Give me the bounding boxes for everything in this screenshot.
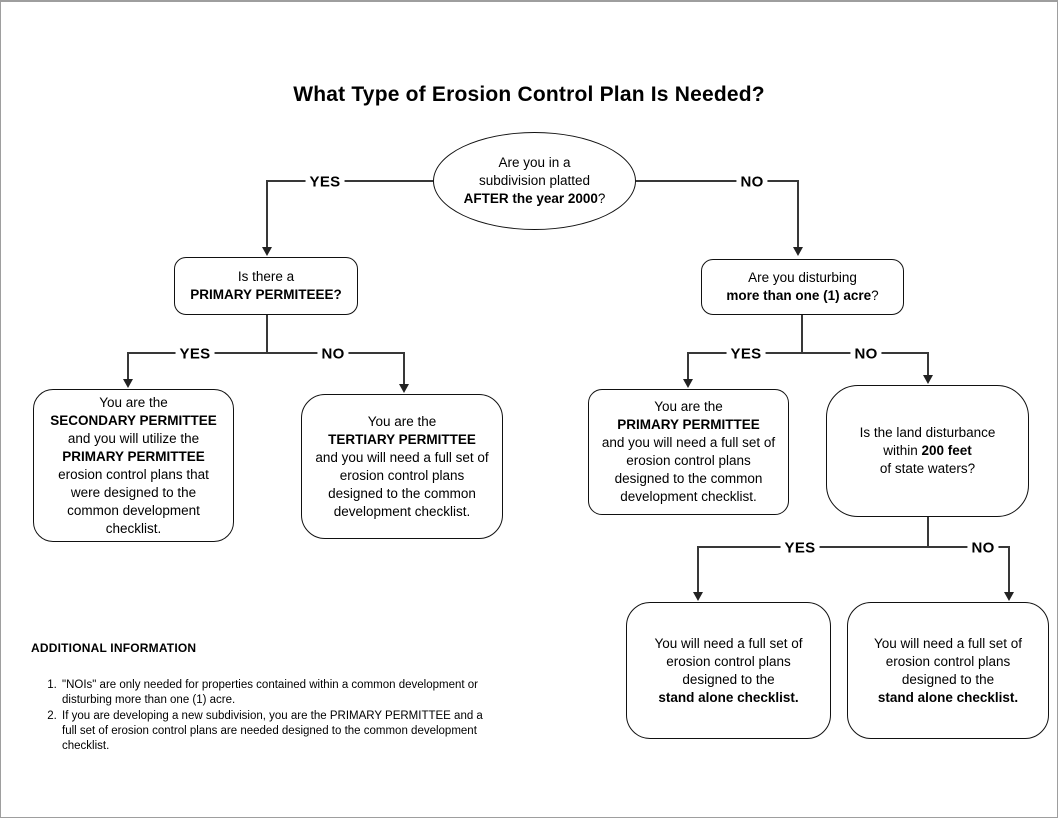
connector-line: [687, 352, 689, 380]
page-title: What Type of Erosion Control Plan Is Nee…: [293, 83, 765, 106]
additional-info-list: "NOIs" are only needed for properties co…: [44, 678, 489, 755]
edge-label-yes: YES: [175, 345, 215, 363]
edge-label-no: NO: [967, 539, 999, 557]
arrowhead-down-icon: [399, 384, 409, 393]
arrowhead-down-icon: [1004, 592, 1014, 601]
edge-label-yes: YES: [780, 539, 820, 557]
additional-info-item: "NOIs" are only needed for properties co…: [60, 678, 489, 708]
arrowhead-down-icon: [683, 379, 693, 388]
edge-label-yes: YES: [305, 173, 345, 191]
connector-line: [797, 180, 799, 249]
connector-line: [1008, 546, 1010, 593]
connector-line: [127, 352, 129, 380]
connector-line: [698, 546, 1010, 548]
connector-line: [266, 180, 268, 249]
additional-info-item: If you are developing a new subdivision,…: [60, 709, 489, 754]
connector-line: [801, 315, 803, 354]
connector-line: [403, 352, 405, 385]
connector-line: [927, 517, 929, 548]
arrowhead-down-icon: [693, 592, 703, 601]
connector-line: [697, 546, 699, 593]
connector-line: [688, 352, 929, 354]
connector-line: [128, 352, 405, 354]
connector-line: [266, 314, 268, 354]
connector-line: [267, 180, 433, 182]
connector-line: [927, 352, 929, 376]
connector-line: [636, 180, 798, 182]
edge-label-no: NO: [736, 173, 768, 191]
edge-label-no: NO: [850, 345, 882, 363]
arrowhead-down-icon: [793, 247, 803, 256]
additional-info-header: ADDITIONAL INFORMATION: [31, 641, 197, 655]
arrowhead-down-icon: [123, 379, 133, 388]
arrowhead-down-icon: [923, 375, 933, 384]
arrowhead-down-icon: [262, 247, 272, 256]
edge-label-yes: YES: [726, 345, 766, 363]
edge-label-no: NO: [317, 345, 349, 363]
